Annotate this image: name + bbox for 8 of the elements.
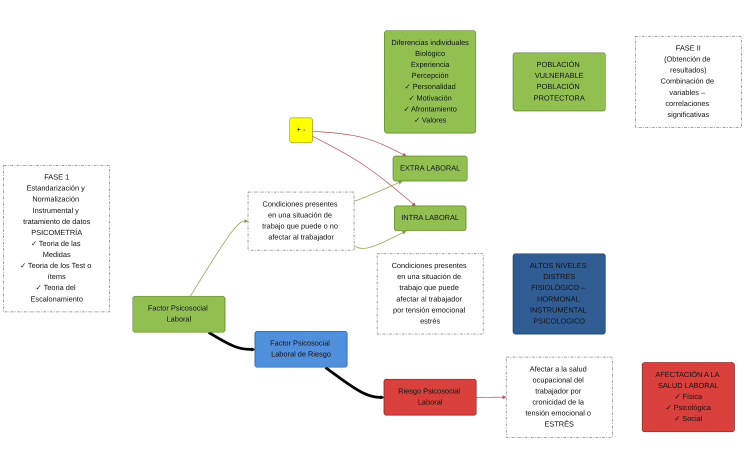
arrow — [190, 219, 248, 297]
arrow — [354, 180, 402, 202]
arrow — [208, 331, 256, 352]
arrow — [476, 395, 506, 400]
arrow — [312, 130, 407, 156]
arrow — [354, 230, 406, 249]
arrow — [312, 136, 416, 206]
arrow — [324, 366, 384, 400]
